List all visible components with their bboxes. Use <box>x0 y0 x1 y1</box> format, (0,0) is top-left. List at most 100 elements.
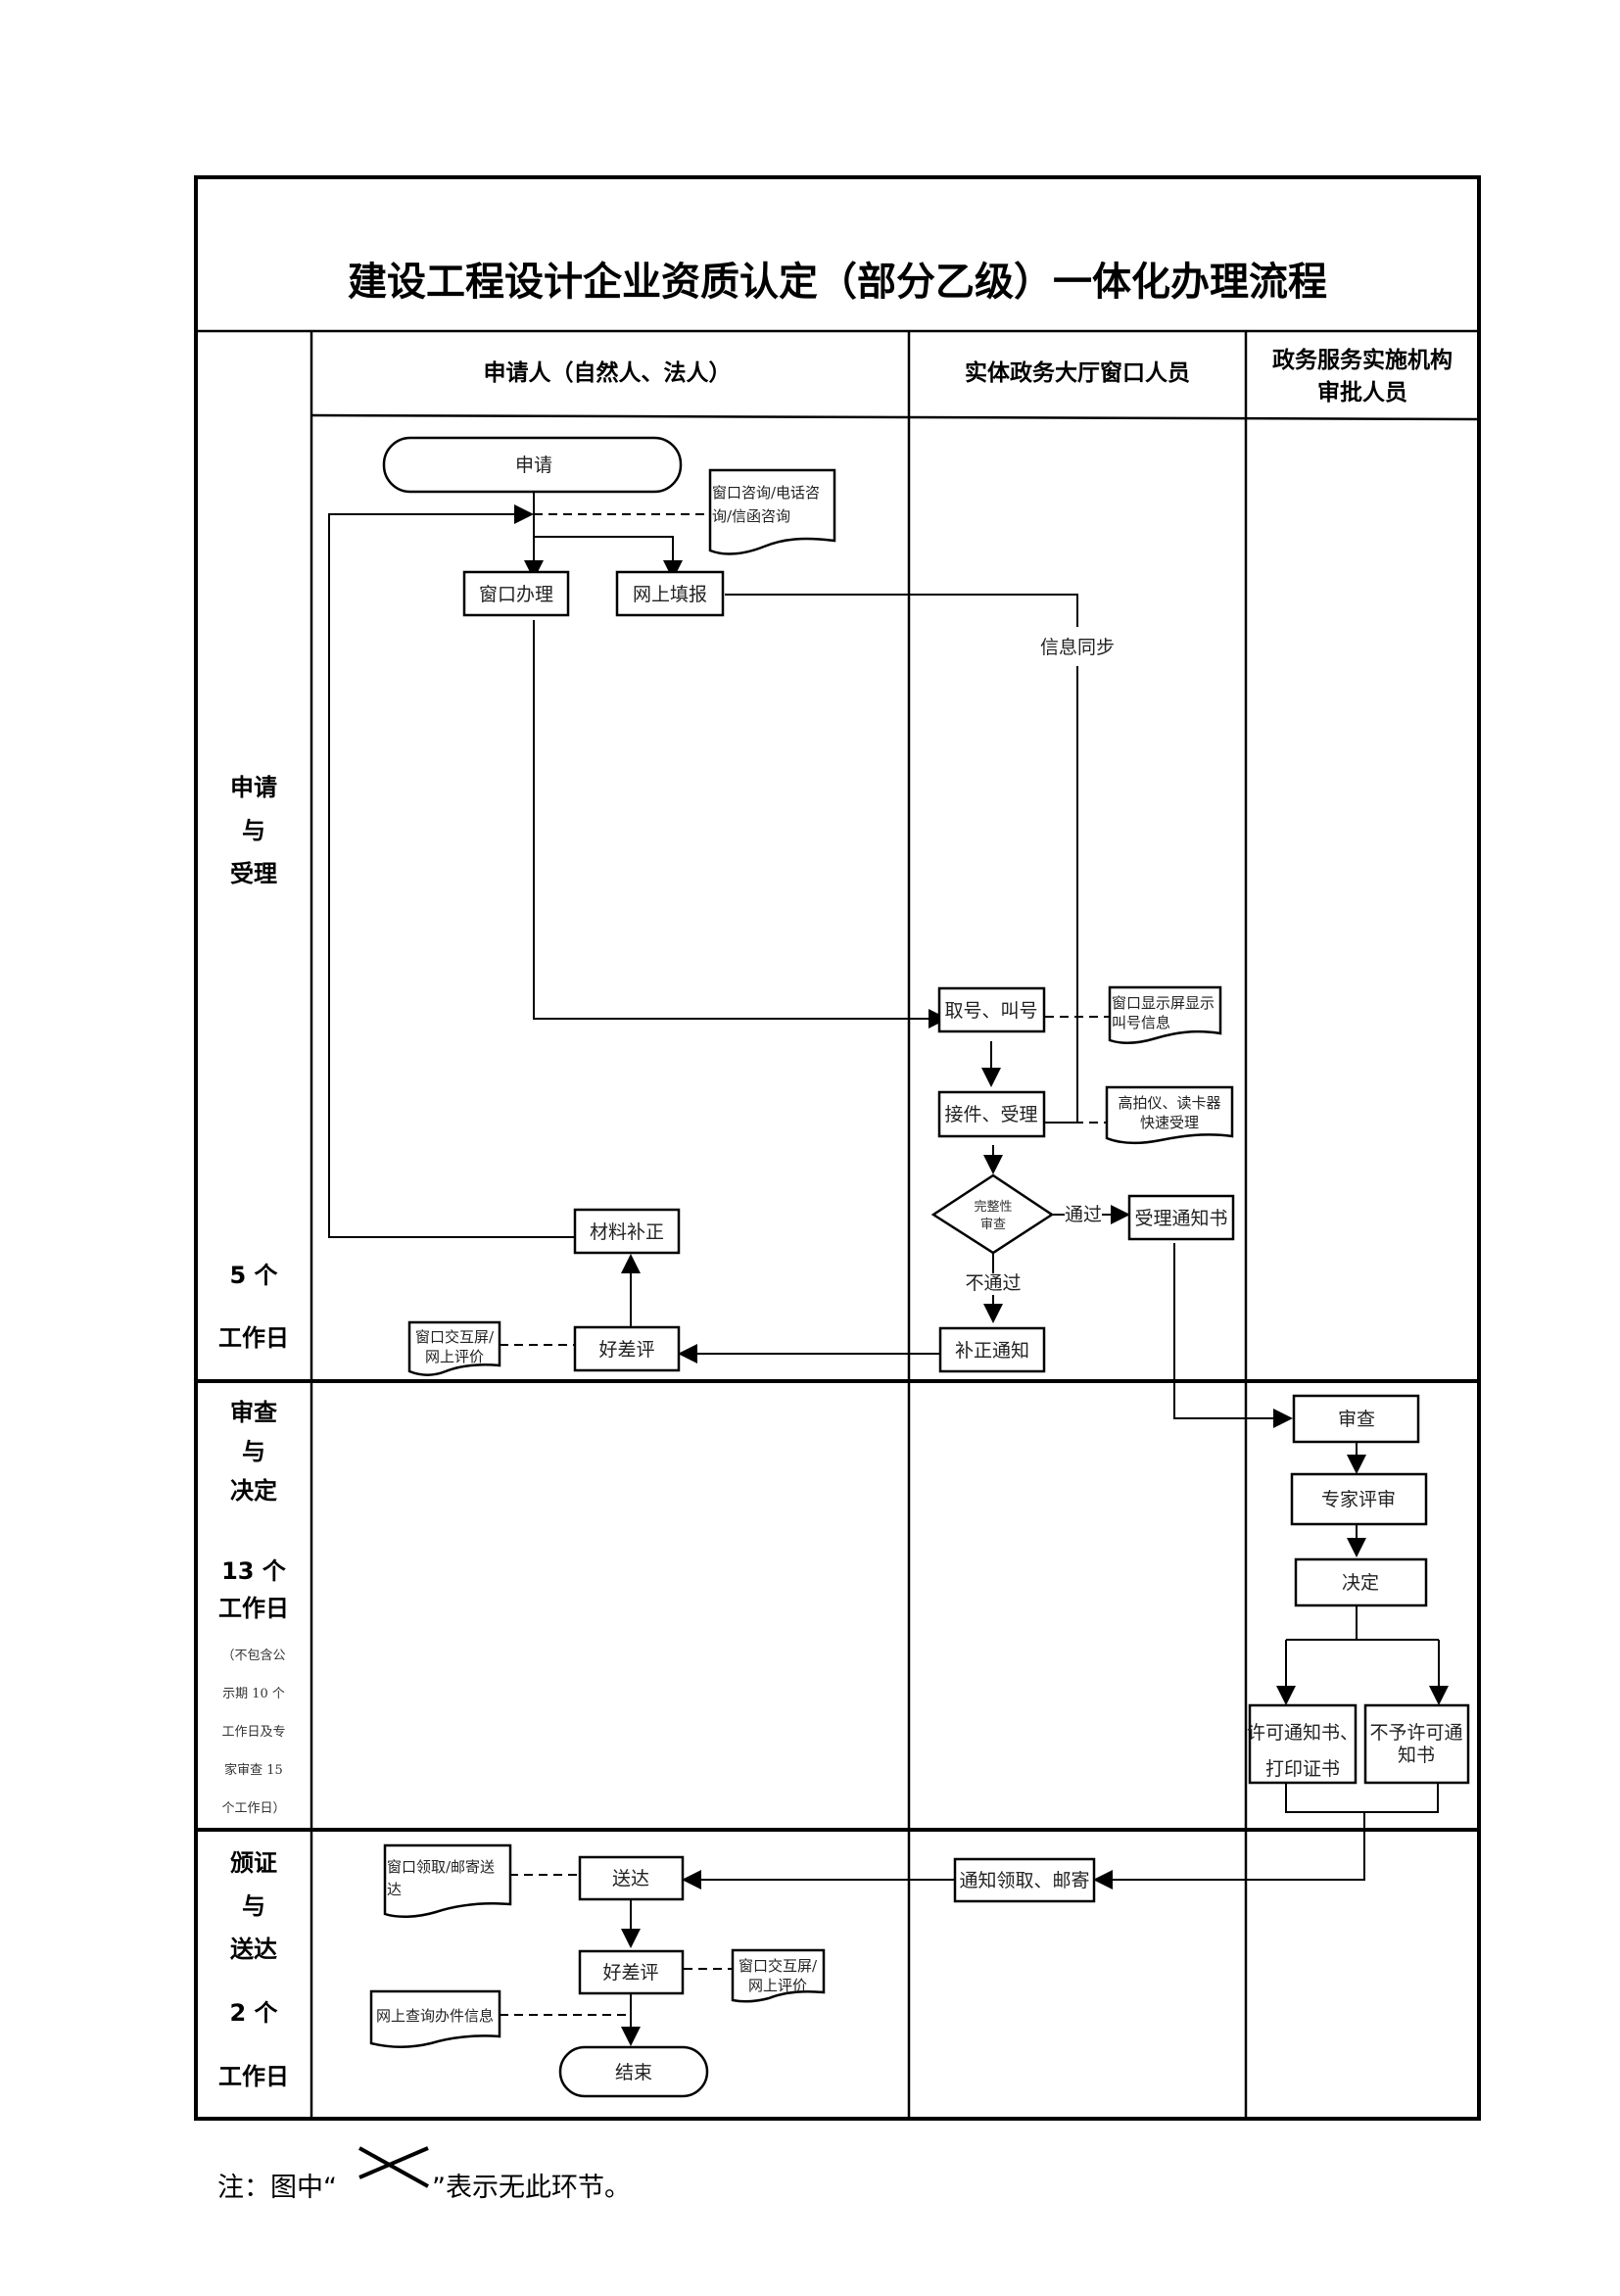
svg-text:决定: 决定 <box>230 1477 277 1505</box>
node-evaluation-2: 好差评 <box>578 1949 685 1995</box>
stage-note: 示期 10 个 <box>222 1687 285 1701</box>
stage-label-delivery: 颁证 与 送达 2 个 工作日 <box>218 1849 289 2090</box>
edge-label-fail: 不通过 <box>965 1272 1021 1294</box>
edge-to-notify-collect <box>1093 1812 1365 1889</box>
stage-duration: 工作日 <box>218 1595 289 1622</box>
node-online-fill: 网上填报 <box>615 570 725 617</box>
stage-duration: 工作日 <box>218 2063 289 2090</box>
stage-duration: 5 个 <box>229 1262 278 1289</box>
svg-text:快速受理: 快速受理 <box>1140 1114 1199 1131</box>
node-deliver: 送达 <box>578 1855 685 1901</box>
edge-info-sync-top <box>725 594 1078 627</box>
node-receive-accept: 接件、受理 <box>937 1090 1046 1138</box>
column-header-approver-line2: 审批人员 <box>1317 379 1407 406</box>
svg-text:知书: 知书 <box>1398 1745 1435 1766</box>
svg-text:网上评价: 网上评价 <box>425 1348 484 1365</box>
svg-text:高拍仪、读卡器: 高拍仪、读卡器 <box>1118 1094 1220 1112</box>
stage-note: 家审查 15 <box>224 1762 283 1778</box>
svg-text:叫号信息: 叫号信息 <box>1112 1014 1170 1031</box>
node-review: 审查 <box>1292 1394 1420 1444</box>
svg-text:询/信函咨询: 询/信函咨询 <box>712 507 790 525</box>
svg-text:窗口交互屏/: 窗口交互屏/ <box>415 1328 495 1346</box>
svg-text:好差评: 好差评 <box>598 1339 654 1361</box>
node-deny-notice: 不予许可通 知书 <box>1363 1703 1470 1785</box>
footnote-prefix: 注：图中“ <box>217 2173 337 2203</box>
svg-text:不予许可通: 不予许可通 <box>1369 1722 1462 1744</box>
svg-text:受理通知书: 受理通知书 <box>1134 1208 1227 1229</box>
page-title: 建设工程设计企业资质认定（部分乙级）一体化办理流程 <box>348 260 1327 305</box>
stage-note: （不包含公 <box>221 1648 285 1663</box>
node-acceptance-notice: 受理通知书 <box>1127 1194 1235 1241</box>
svg-text:受理: 受理 <box>230 860 277 887</box>
svg-text:接件、受理: 接件、受理 <box>944 1104 1037 1125</box>
svg-text:网上查询办件信息: 网上查询办件信息 <box>376 2007 494 2025</box>
svg-text:好差评: 好差评 <box>602 1962 658 1984</box>
svg-text:审查: 审查 <box>980 1218 1006 1232</box>
svg-text:送达: 送达 <box>612 1868 649 1889</box>
svg-text:通知领取、邮寄: 通知领取、邮寄 <box>959 1870 1089 1891</box>
node-end: 结束 <box>558 2045 709 2098</box>
stage-duration: 工作日 <box>218 1324 289 1352</box>
column-header-applicant: 申请人（自然人、法人） <box>484 359 732 386</box>
doc-consult: 窗口咨询/电话咨 询/信函咨询 <box>708 468 836 555</box>
table-frame <box>194 175 1481 2121</box>
cross-icon <box>358 2146 429 2188</box>
node-take-number: 取号、叫号 <box>937 986 1046 1033</box>
header-row-divider-2 <box>908 415 1480 421</box>
svg-text:与: 与 <box>242 1438 265 1465</box>
connectors <box>328 492 1449 2046</box>
node-expert-review: 专家评审 <box>1290 1472 1428 1526</box>
edge-to-review <box>1173 1243 1293 1428</box>
svg-text:许可通知书、: 许可通知书、 <box>1247 1722 1358 1744</box>
stage-label-review: 审查 与 决定 13 个 工作日 （不包含公 示期 10 个 工作日及专 家审查… <box>218 1399 289 1816</box>
node-correction-notice: 补正通知 <box>938 1326 1046 1373</box>
svg-text:达: 达 <box>387 1881 402 1898</box>
svg-text:窗口办理: 窗口办理 <box>479 584 553 605</box>
svg-text:专家评审: 专家评审 <box>1321 1489 1396 1510</box>
header-row-divider-1 <box>310 413 910 419</box>
svg-text:结束: 结束 <box>615 2062 652 2083</box>
svg-text:决定: 决定 <box>1342 1572 1379 1594</box>
node-window-handle: 窗口办理 <box>462 570 570 617</box>
svg-text:颁证: 颁证 <box>230 1849 277 1877</box>
svg-text:审查: 审查 <box>230 1399 277 1426</box>
svg-text:窗口交互屏/: 窗口交互屏/ <box>739 1957 818 1975</box>
svg-text:网上填报: 网上填报 <box>633 584 707 605</box>
svg-text:窗口领取/邮寄送: 窗口领取/邮寄送 <box>387 1858 495 1876</box>
svg-text:与: 与 <box>242 817 265 844</box>
svg-text:窗口咨询/电话咨: 窗口咨询/电话咨 <box>712 484 820 502</box>
doc-evaluation-2: 窗口交互屏/ 网上评价 <box>731 1948 826 2003</box>
doc-scanner: 高拍仪、读卡器 快速受理 <box>1105 1085 1234 1144</box>
svg-text:完整性: 完整性 <box>974 1200 1012 1215</box>
outer-border <box>194 175 1481 2121</box>
column-header-window-staff: 实体政务大厅窗口人员 <box>965 359 1190 386</box>
node-completeness-check: 完整性 审查 <box>930 1173 1055 1255</box>
stage-note: 个工作日） <box>221 1801 285 1816</box>
svg-text:材料补正: 材料补正 <box>590 1221 664 1243</box>
edge-label-info-sync: 信息同步 <box>1040 637 1115 658</box>
node-apply: 申请 <box>382 436 683 494</box>
svg-text:审查: 审查 <box>1338 1409 1375 1430</box>
svg-text:申请: 申请 <box>515 454 552 476</box>
edge-label-pass: 通过 <box>1065 1204 1102 1225</box>
edge-correction-loop <box>328 504 578 1238</box>
doc-evaluation-1: 窗口交互屏/ 网上评价 <box>407 1320 501 1376</box>
svg-text:取号、叫号: 取号、叫号 <box>944 1000 1037 1022</box>
svg-text:与: 与 <box>242 1892 265 1920</box>
doc-collect: 窗口领取/邮寄送 达 <box>383 1843 512 1918</box>
svg-text:窗口显示屏显示: 窗口显示屏显示 <box>1112 994 1215 1012</box>
stage-duration: 2 个 <box>229 1999 278 2027</box>
footnote-suffix: ”表示无此环节。 <box>432 2173 631 2203</box>
edge-to-online-fill <box>534 536 683 580</box>
column-header-approver-line1: 政务服务实施机构 <box>1272 347 1453 373</box>
svg-text:打印证书: 打印证书 <box>1265 1758 1340 1780</box>
doc-screen: 窗口显示屏显示 叫号信息 <box>1108 985 1222 1044</box>
stage-label-application: 申请 与 受理 5 个 工作日 <box>218 774 289 1352</box>
edge-to-take-number <box>533 620 948 1028</box>
node-evaluation-1: 好差评 <box>573 1325 681 1372</box>
edge-info-sync-bottom <box>1045 666 1078 1124</box>
stage-duration: 13 个 <box>221 1557 287 1585</box>
svg-text:送达: 送达 <box>230 1936 277 1963</box>
